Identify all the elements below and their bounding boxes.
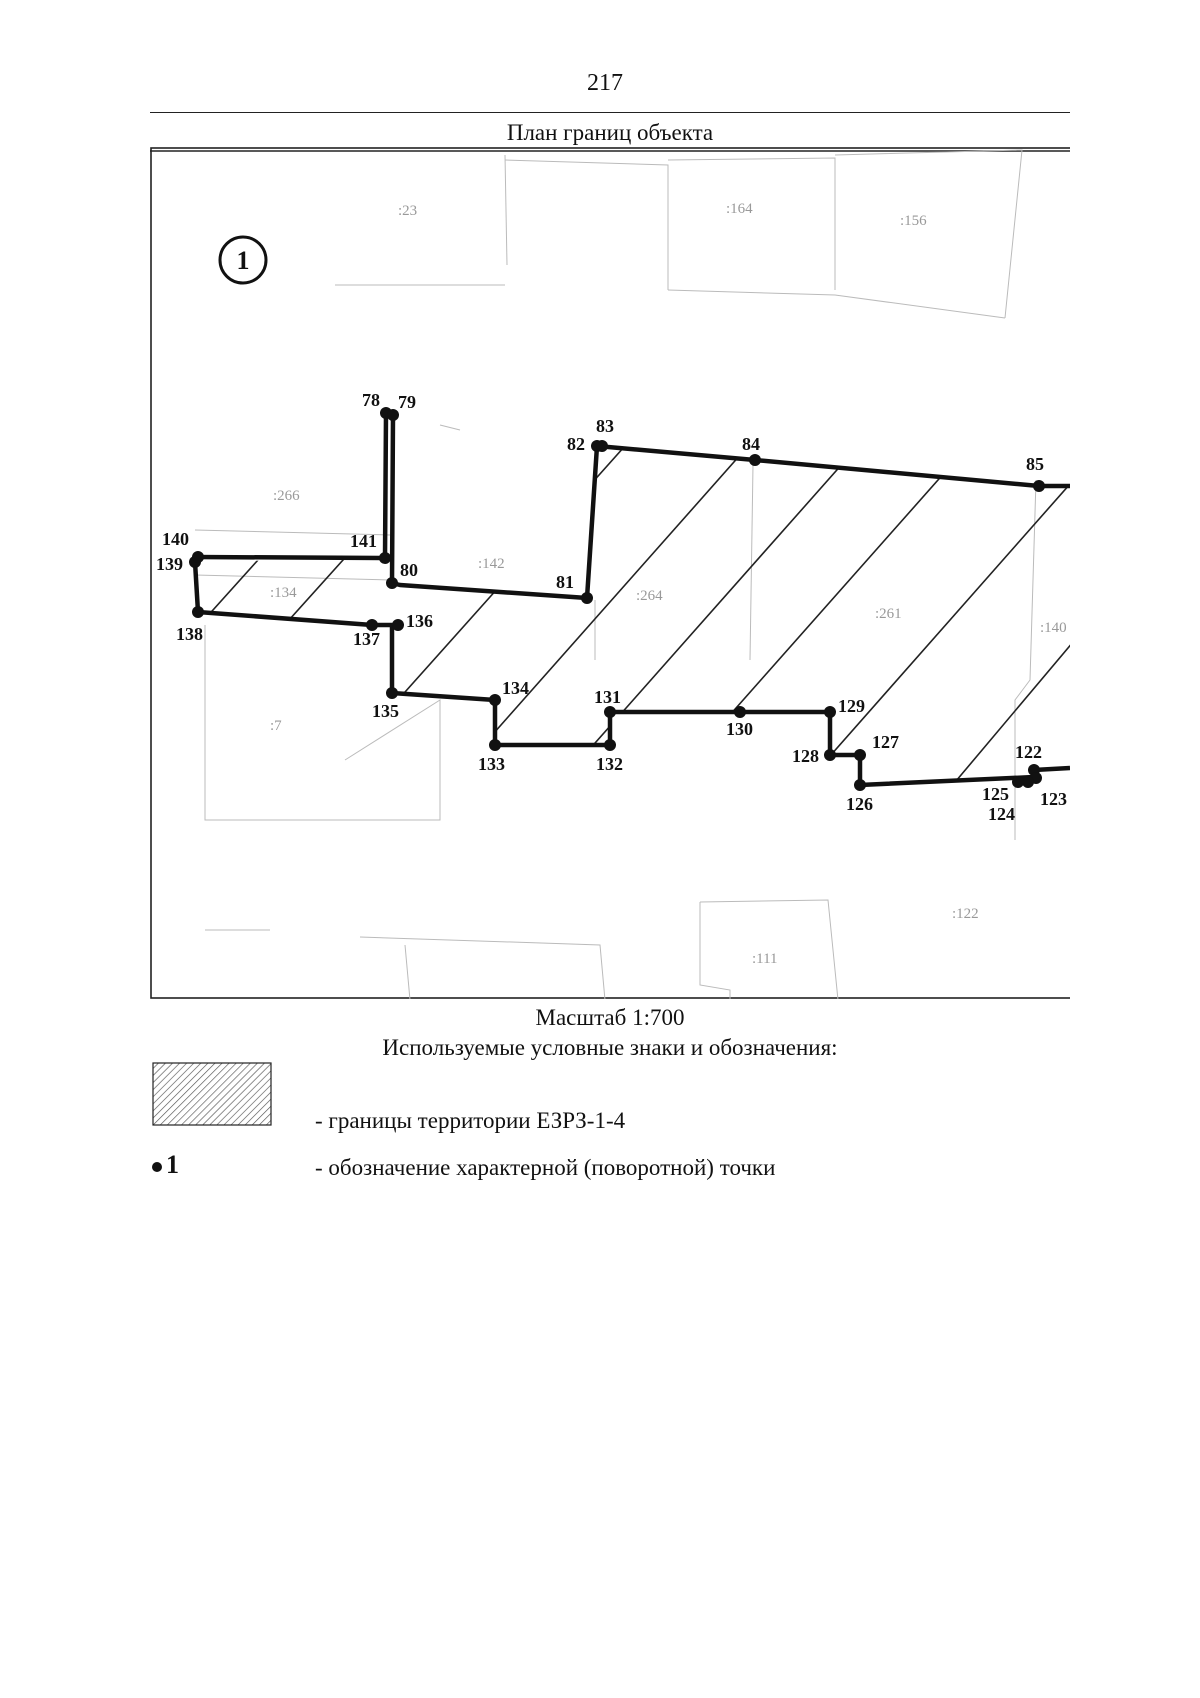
parcel-label: :134 xyxy=(270,585,297,601)
point-marker-135 xyxy=(386,687,398,699)
sheet-marker: 1 xyxy=(218,235,268,285)
parcel-labels: :23 :164 :156 :266 :142 :134 :264 :261 :… xyxy=(270,201,1067,967)
point-marker-132 xyxy=(604,739,616,751)
point-marker-133 xyxy=(489,739,501,751)
point-label-133: 133 xyxy=(478,754,505,774)
point-label-82: 82 xyxy=(567,434,585,454)
point-dot-icon xyxy=(152,1162,162,1173)
parcel-label: :140 xyxy=(1040,620,1067,636)
parcel-label: :266 xyxy=(273,488,300,504)
legend-hatch-swatch xyxy=(152,1062,272,1126)
point-marker-129 xyxy=(824,706,836,718)
parcel-label: :122 xyxy=(952,906,979,922)
legend-territory-text: - границы территории ЕЗРЗ-1-4 xyxy=(315,1108,626,1133)
point-marker-128 xyxy=(824,749,836,761)
point-marker-84 xyxy=(749,454,761,466)
point-label-137: 137 xyxy=(353,629,380,649)
map-title: План границ объекта xyxy=(506,120,714,145)
point-marker-130 xyxy=(734,706,746,718)
point-label-124: 124 xyxy=(988,804,1015,824)
point-label-138: 138 xyxy=(176,624,203,644)
point-marker-126 xyxy=(854,779,866,791)
point-marker-85 xyxy=(1033,480,1045,492)
point-label-135: 135 xyxy=(372,701,399,721)
sheet-marker-number: 1 xyxy=(237,246,250,275)
legend-point-label: 1 xyxy=(166,1150,179,1179)
parcel-label: :261 xyxy=(875,606,902,622)
point-label-126: 126 xyxy=(846,794,873,814)
legend-point-text: - обозначение характерной (поворотной) т… xyxy=(315,1155,776,1180)
point-label-84: 84 xyxy=(742,434,760,454)
point-marker-124 xyxy=(1022,776,1034,788)
point-label-83: 83 xyxy=(596,416,614,436)
point-marker-134 xyxy=(489,694,501,706)
point-label-136: 136 xyxy=(406,611,433,631)
point-label-80: 80 xyxy=(400,560,418,580)
point-label-125: 125 xyxy=(982,784,1009,804)
parcel-label: :164 xyxy=(726,201,753,217)
point-label-85: 85 xyxy=(1026,454,1044,474)
point-label-132: 132 xyxy=(596,754,623,774)
point-marker-79 xyxy=(387,409,399,421)
parcel-label: :142 xyxy=(478,556,505,572)
top-rule xyxy=(150,112,1070,113)
map-scale: Масштаб 1:700 xyxy=(535,1005,685,1030)
cadastral-lines xyxy=(194,149,1037,999)
point-label-131: 131 xyxy=(594,687,621,707)
point-label-122: 122 xyxy=(1015,742,1042,762)
parcel-label: :23 xyxy=(398,203,417,219)
point-marker-131 xyxy=(604,706,616,718)
point-label-78: 78 xyxy=(362,390,380,410)
point-marker-127 xyxy=(854,749,866,761)
point-marker-81 xyxy=(581,592,593,604)
boundary-map: :23 :164 :156 :266 :142 :134 :264 :261 :… xyxy=(150,144,1070,999)
territory-hatch xyxy=(195,446,1070,785)
point-marker-140 xyxy=(192,551,204,563)
legend-title: Используемые условные знаки и обозначени… xyxy=(382,1035,838,1060)
point-label-128: 128 xyxy=(792,746,819,766)
point-marker-136 xyxy=(392,619,404,631)
point-label-129: 129 xyxy=(838,696,865,716)
parcel-label: :156 xyxy=(900,213,927,229)
page-number: 217 xyxy=(587,70,623,96)
point-marker-137 xyxy=(366,619,378,631)
point-marker-138 xyxy=(192,606,204,618)
point-label-123: 123 xyxy=(1040,789,1067,809)
point-label-79: 79 xyxy=(398,392,416,412)
point-label-141: 141 xyxy=(350,531,377,551)
point-label-81: 81 xyxy=(556,572,574,592)
parcel-label: :111 xyxy=(752,951,778,967)
point-label-127: 127 xyxy=(872,732,899,752)
point-label-139: 139 xyxy=(156,554,183,574)
point-marker-83 xyxy=(596,440,608,452)
point-label-140: 140 xyxy=(162,529,189,549)
legend-point-symbol: 1 xyxy=(152,1150,179,1180)
point-marker-80 xyxy=(386,577,398,589)
parcel-label: :264 xyxy=(636,588,663,604)
point-marker-125 xyxy=(1012,776,1024,788)
point-marker-141 xyxy=(379,552,391,564)
territory-boundary xyxy=(192,410,1070,788)
map-frame-border xyxy=(150,147,1070,999)
map-svg: :23 :164 :156 :266 :142 :134 :264 :261 :… xyxy=(150,147,1070,999)
point-label-134: 134 xyxy=(502,678,529,698)
parcel-label: :7 xyxy=(270,718,282,734)
point-label-130: 130 xyxy=(726,719,753,739)
